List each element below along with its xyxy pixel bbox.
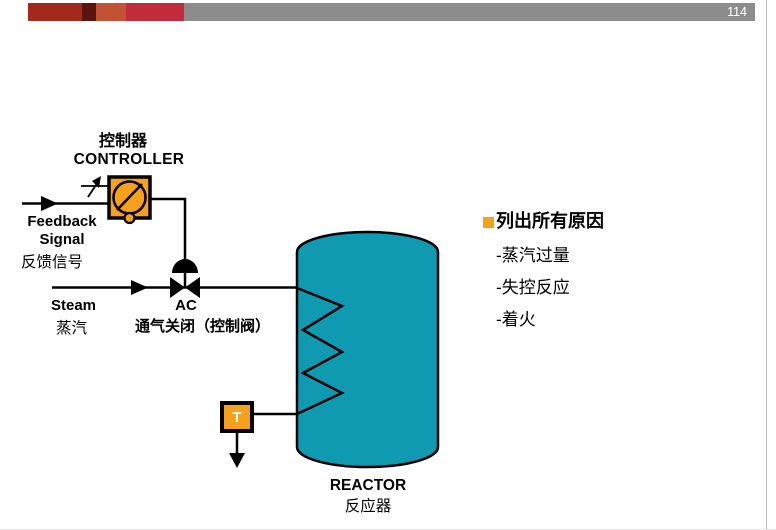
feedback-signal-line [22, 196, 112, 211]
feedback-label-line1: Feedback [27, 213, 97, 230]
bar-segment-rust [96, 3, 126, 21]
feedback-label-line2: Signal [39, 231, 85, 248]
notes-header: 列出所有原因 [483, 213, 604, 231]
page-number: 114 [727, 5, 747, 19]
control-valve-icon [170, 259, 200, 298]
valve-ac-label: AC [175, 297, 197, 314]
reactor-vessel [295, 230, 440, 469]
feedback-signal-label-cn: 反馈信号 [21, 253, 84, 271]
note-item: -失控反应 [496, 278, 570, 298]
reactor-label-cn: 反应器 [344, 497, 392, 515]
controller-instrument-icon [107, 175, 152, 225]
bullet-square-icon [483, 216, 494, 228]
heating-coil [296, 286, 345, 416]
bar-segment-gray: 114 [184, 3, 755, 21]
temperature-indicator-icon: T [220, 401, 254, 433]
bar-segment-dark-red [28, 3, 82, 21]
temperature-indicator-label: T [232, 408, 242, 426]
controller-label-cn: 控制器 [98, 131, 147, 150]
controller-output-line [150, 197, 187, 260]
steam-label-cn: 蒸汽 [56, 319, 88, 337]
reactor-label-en: REACTOR [329, 477, 407, 494]
notes-title: 列出所有原因 [496, 211, 604, 232]
slide-right-border [766, 0, 767, 530]
steam-label-en: Steam [51, 297, 97, 314]
steam-arrowhead-icon [131, 280, 148, 295]
slide-top-bar: 114 [0, 3, 776, 21]
valve-label-cn: 通气关闭（控制阀） [135, 317, 271, 335]
feedback-arrowhead-icon [41, 196, 58, 211]
note-item: -蒸汽过量 [496, 246, 570, 266]
note-item: -着火 [496, 310, 536, 330]
controller-label-en: CONTROLLER [73, 151, 185, 168]
bar-segment-crimson [126, 3, 184, 21]
feedback-signal-label-en: Feedback Signal [16, 213, 108, 249]
bar-segment-darkest-red [82, 3, 96, 21]
condensate-down-arrow-icon [229, 433, 245, 468]
electrical-signal-arrow-icon [81, 176, 109, 198]
